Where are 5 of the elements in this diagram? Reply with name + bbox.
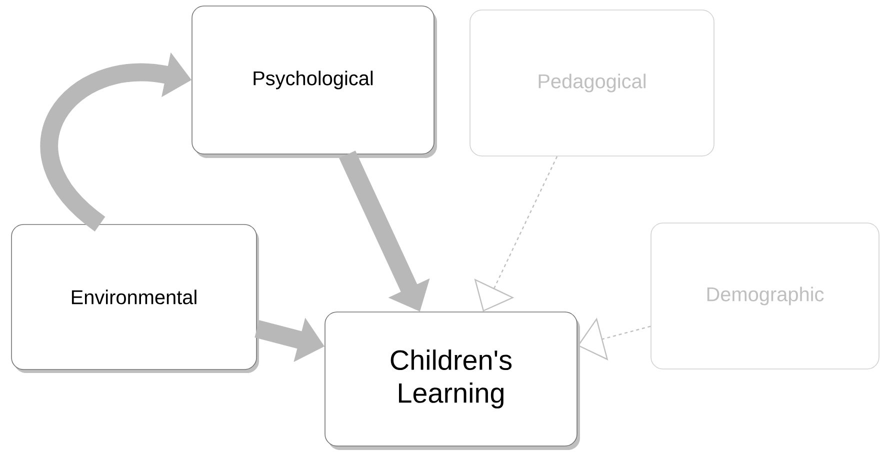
process-box: Environmental — [11, 224, 259, 373]
process-box: Pedagogical — [470, 10, 714, 156]
process-box: Children's Learning — [324, 312, 580, 450]
process-box: Demographic — [650, 222, 880, 370]
process-box: Psychological — [192, 6, 437, 158]
